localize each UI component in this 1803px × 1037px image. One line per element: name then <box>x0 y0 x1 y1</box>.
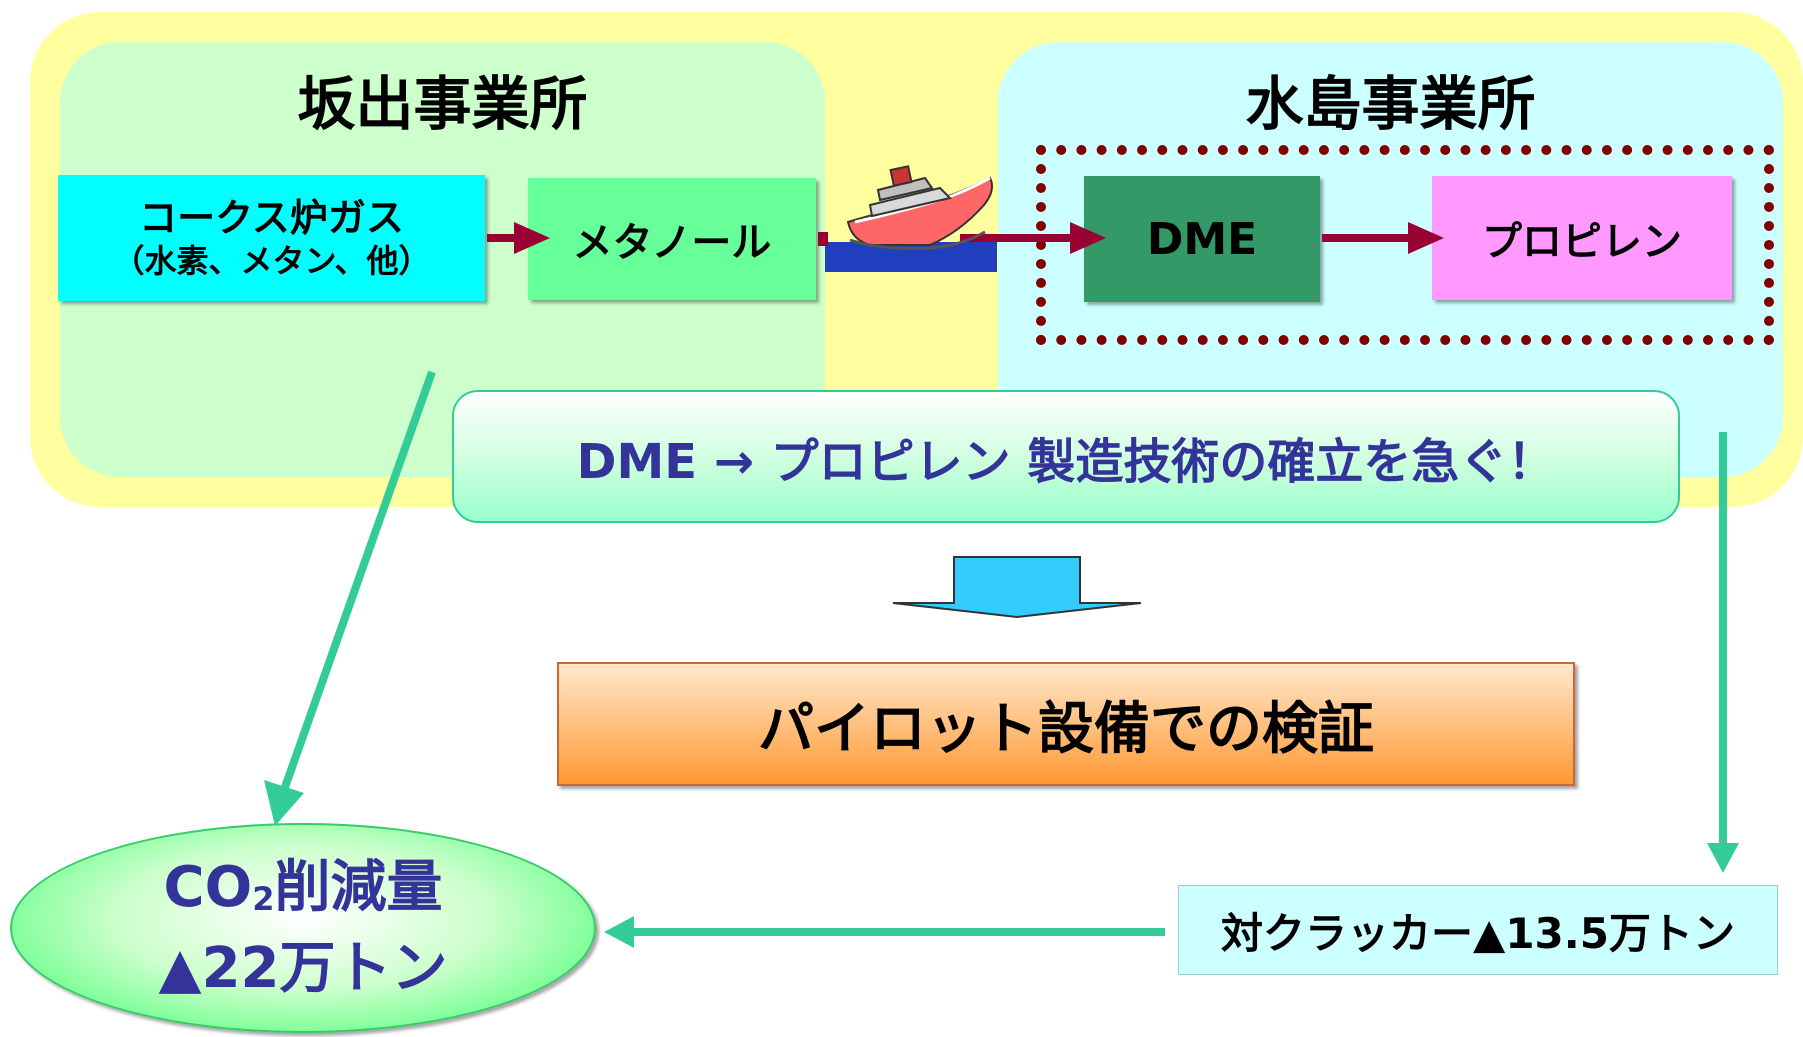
goal-banner: DME → プロピレン 製造技術の確立を急ぐ！ <box>452 390 1680 523</box>
methanol-label: メタノール <box>572 220 772 266</box>
coke-oven-gas-label: コークス炉ガス <box>139 196 404 240</box>
process-boundary <box>1036 145 1774 345</box>
goal-banner-text: DME → プロピレン 製造技術の確立を急ぐ！ <box>576 433 1556 490</box>
co2-prefix: CO <box>163 854 253 920</box>
ship-transport <box>818 165 1106 272</box>
cracker-reduction-box: 対クラッカー▲13.5万トン <box>1178 885 1778 975</box>
ship-icon <box>846 165 993 250</box>
dme-box: DME <box>1084 176 1320 302</box>
arrow-right-icon <box>1322 222 1444 254</box>
cracker-reduction-text: 対クラッカー▲13.5万トン <box>1221 908 1735 958</box>
propylene-label: プロピレン <box>1482 219 1682 265</box>
arrow-down-icon <box>264 370 436 826</box>
co2-suffix: 削減量 <box>274 854 443 920</box>
coke-oven-gas-box: コークス炉ガス （水素、メタン、他） <box>58 175 485 301</box>
co2-subscript: 2 <box>252 879 275 918</box>
block-arrow-down-icon <box>892 556 1142 619</box>
methanol-box: メタノール <box>528 178 816 300</box>
pilot-verification-text: パイロット設備での検証 <box>758 696 1374 762</box>
sea-water <box>825 242 997 272</box>
pilot-verification-box: パイロット設備での検証 <box>557 662 1575 786</box>
arrow-right-icon <box>487 222 550 254</box>
arrow-down-icon <box>1707 432 1739 873</box>
arrow-left-icon <box>604 916 1165 948</box>
co2-reduction-title: CO2削減量 <box>164 853 443 934</box>
sakaide-site-title: 坂出事業所 <box>297 70 588 138</box>
mizushima-site-title: 水島事業所 <box>1245 70 1536 138</box>
co2-reduction-ellipse: CO2削減量 ▲22万トン <box>10 823 596 1033</box>
co2-reduction-amount: ▲22万トン <box>158 935 448 1001</box>
dme-label: DME <box>1146 213 1258 265</box>
coke-oven-gas-detail: （水素、メタン、他） <box>112 242 431 280</box>
propylene-box: プロピレン <box>1432 176 1732 300</box>
